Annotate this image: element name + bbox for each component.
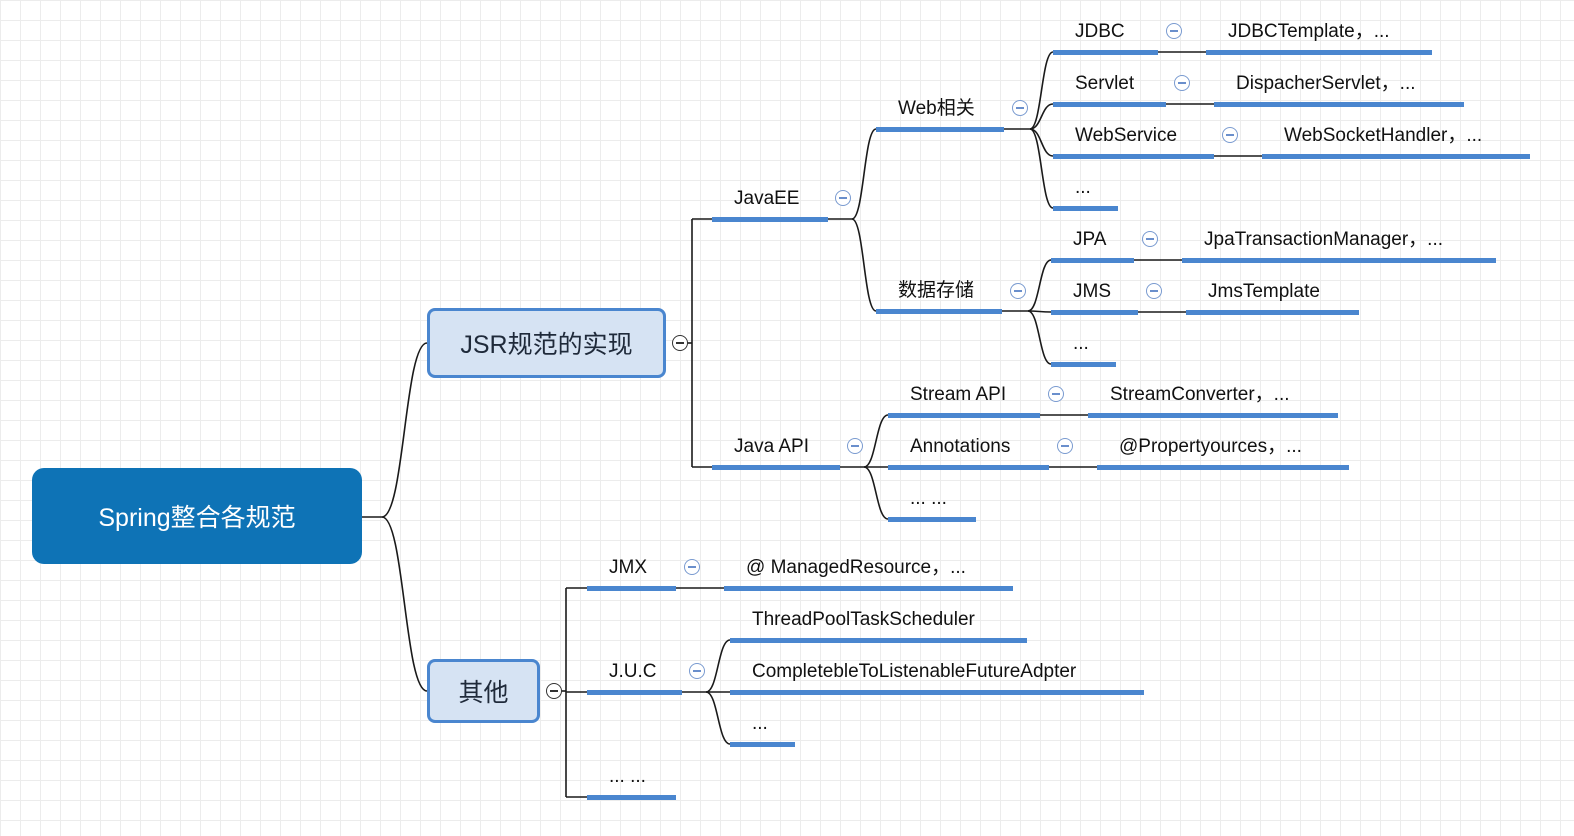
topic-stream-api[interactable]: Stream API [910,384,1007,405]
node-jsr-implementation[interactable]: JSR规范的实现 [427,308,666,378]
topic-jdbctemplate[interactable]: JDBCTemplate，... [1228,21,1390,42]
underline [587,795,676,800]
root-node[interactable]: Spring整合各规范 [32,468,362,564]
collapse-javaee-icon[interactable] [835,190,851,206]
connector-line [381,516,428,692]
collapse-servlet-icon[interactable] [1174,75,1190,91]
topic-web[interactable]: Web相关 [898,98,975,119]
underline [888,413,1040,418]
topic-juc[interactable]: J.U.C [609,661,657,682]
topic-propertysources[interactable]: @Propertyources，... [1119,436,1302,457]
collapse-webservice-icon[interactable] [1222,127,1238,143]
underline [1051,258,1134,263]
collapse-stream-icon[interactable] [1048,386,1064,402]
underline [712,217,828,222]
connector-line [851,128,877,220]
underline [1262,154,1530,159]
collapse-javaapi-icon[interactable] [847,438,863,454]
collapse-juc-icon[interactable] [689,663,705,679]
underline [1053,206,1118,211]
connector-line [863,414,889,468]
underline [730,638,1027,643]
topic-jpatransactionmanager[interactable]: JpaTransactionManager，... [1204,229,1444,250]
collapse-annotations-icon[interactable] [1057,438,1073,454]
connector-line [1027,259,1052,312]
underline [730,742,795,747]
underline [888,465,1049,470]
topic-annotations[interactable]: Annotations [910,436,1011,457]
underline [1186,310,1359,315]
collapse-jms-icon[interactable] [1146,283,1162,299]
topic-juc-more[interactable]: ... [752,713,768,734]
underline [1097,465,1349,470]
underline [1051,362,1116,367]
topic-data-more[interactable]: ... [1073,333,1089,354]
underline [587,690,682,695]
topic-api-more[interactable]: ... ... [910,488,947,509]
topic-data-storage[interactable]: 数据存储 [898,280,975,301]
connector-line [851,218,877,312]
topic-other-more[interactable]: ... ... [609,766,646,787]
underline [724,586,1013,591]
topic-jmstemplate[interactable]: JmsTemplate [1208,281,1320,302]
topic-websockethandler[interactable]: WebSocketHandler，... [1284,125,1483,146]
underline [1206,50,1432,55]
underline [1053,154,1214,159]
connector-line [381,342,428,518]
topic-javaee[interactable]: JavaEE [734,188,800,209]
topic-threadpooltaskscheduler[interactable]: ThreadPoolTaskScheduler [752,609,975,630]
underline [876,309,1002,314]
connector-line [1029,128,1054,209]
topic-jmx[interactable]: JMX [609,557,647,578]
node-other[interactable]: 其他 [427,659,540,723]
underline [1214,102,1464,107]
underline [1088,413,1338,418]
topic-managedresource[interactable]: @ ManagedResource，... [746,557,966,578]
connector-line [1027,310,1052,365]
topic-webservice[interactable]: WebService [1075,125,1178,146]
collapse-web-icon[interactable] [1012,100,1028,116]
topic-servlet[interactable]: Servlet [1075,73,1135,94]
collapse-jdbc-icon[interactable] [1166,23,1182,39]
connector-line [705,691,731,745]
connector-line [1029,51,1054,130]
collapse-other-icon[interactable] [546,683,562,699]
topic-java-api[interactable]: Java API [734,436,809,457]
collapse-jmx-icon[interactable] [684,559,700,575]
underline [1053,50,1158,55]
topic-streamconverter[interactable]: StreamConverter，... [1110,384,1290,405]
underline [712,465,840,470]
underline [876,127,1004,132]
underline [1182,258,1496,263]
topic-jpa[interactable]: JPA [1073,229,1107,250]
topic-web-more[interactable]: ... [1075,177,1091,198]
underline [1051,310,1138,315]
connector-line [705,639,731,693]
collapse-jpa-icon[interactable] [1142,231,1158,247]
underline [730,690,1144,695]
topic-jms[interactable]: JMS [1073,281,1111,302]
topic-jdbc[interactable]: JDBC [1075,21,1125,42]
topic-completable-adapter[interactable]: CompletebleToListenableFutureAdpter [752,661,1077,682]
collapse-jsr-icon[interactable] [672,335,688,351]
underline [1053,102,1166,107]
collapse-data-icon[interactable] [1010,283,1026,299]
connector-line [863,466,889,520]
underline [587,586,676,591]
underline [888,517,976,522]
topic-dispatcherservlet[interactable]: DispacherServlet，... [1236,73,1416,94]
connector-line [1029,103,1054,130]
